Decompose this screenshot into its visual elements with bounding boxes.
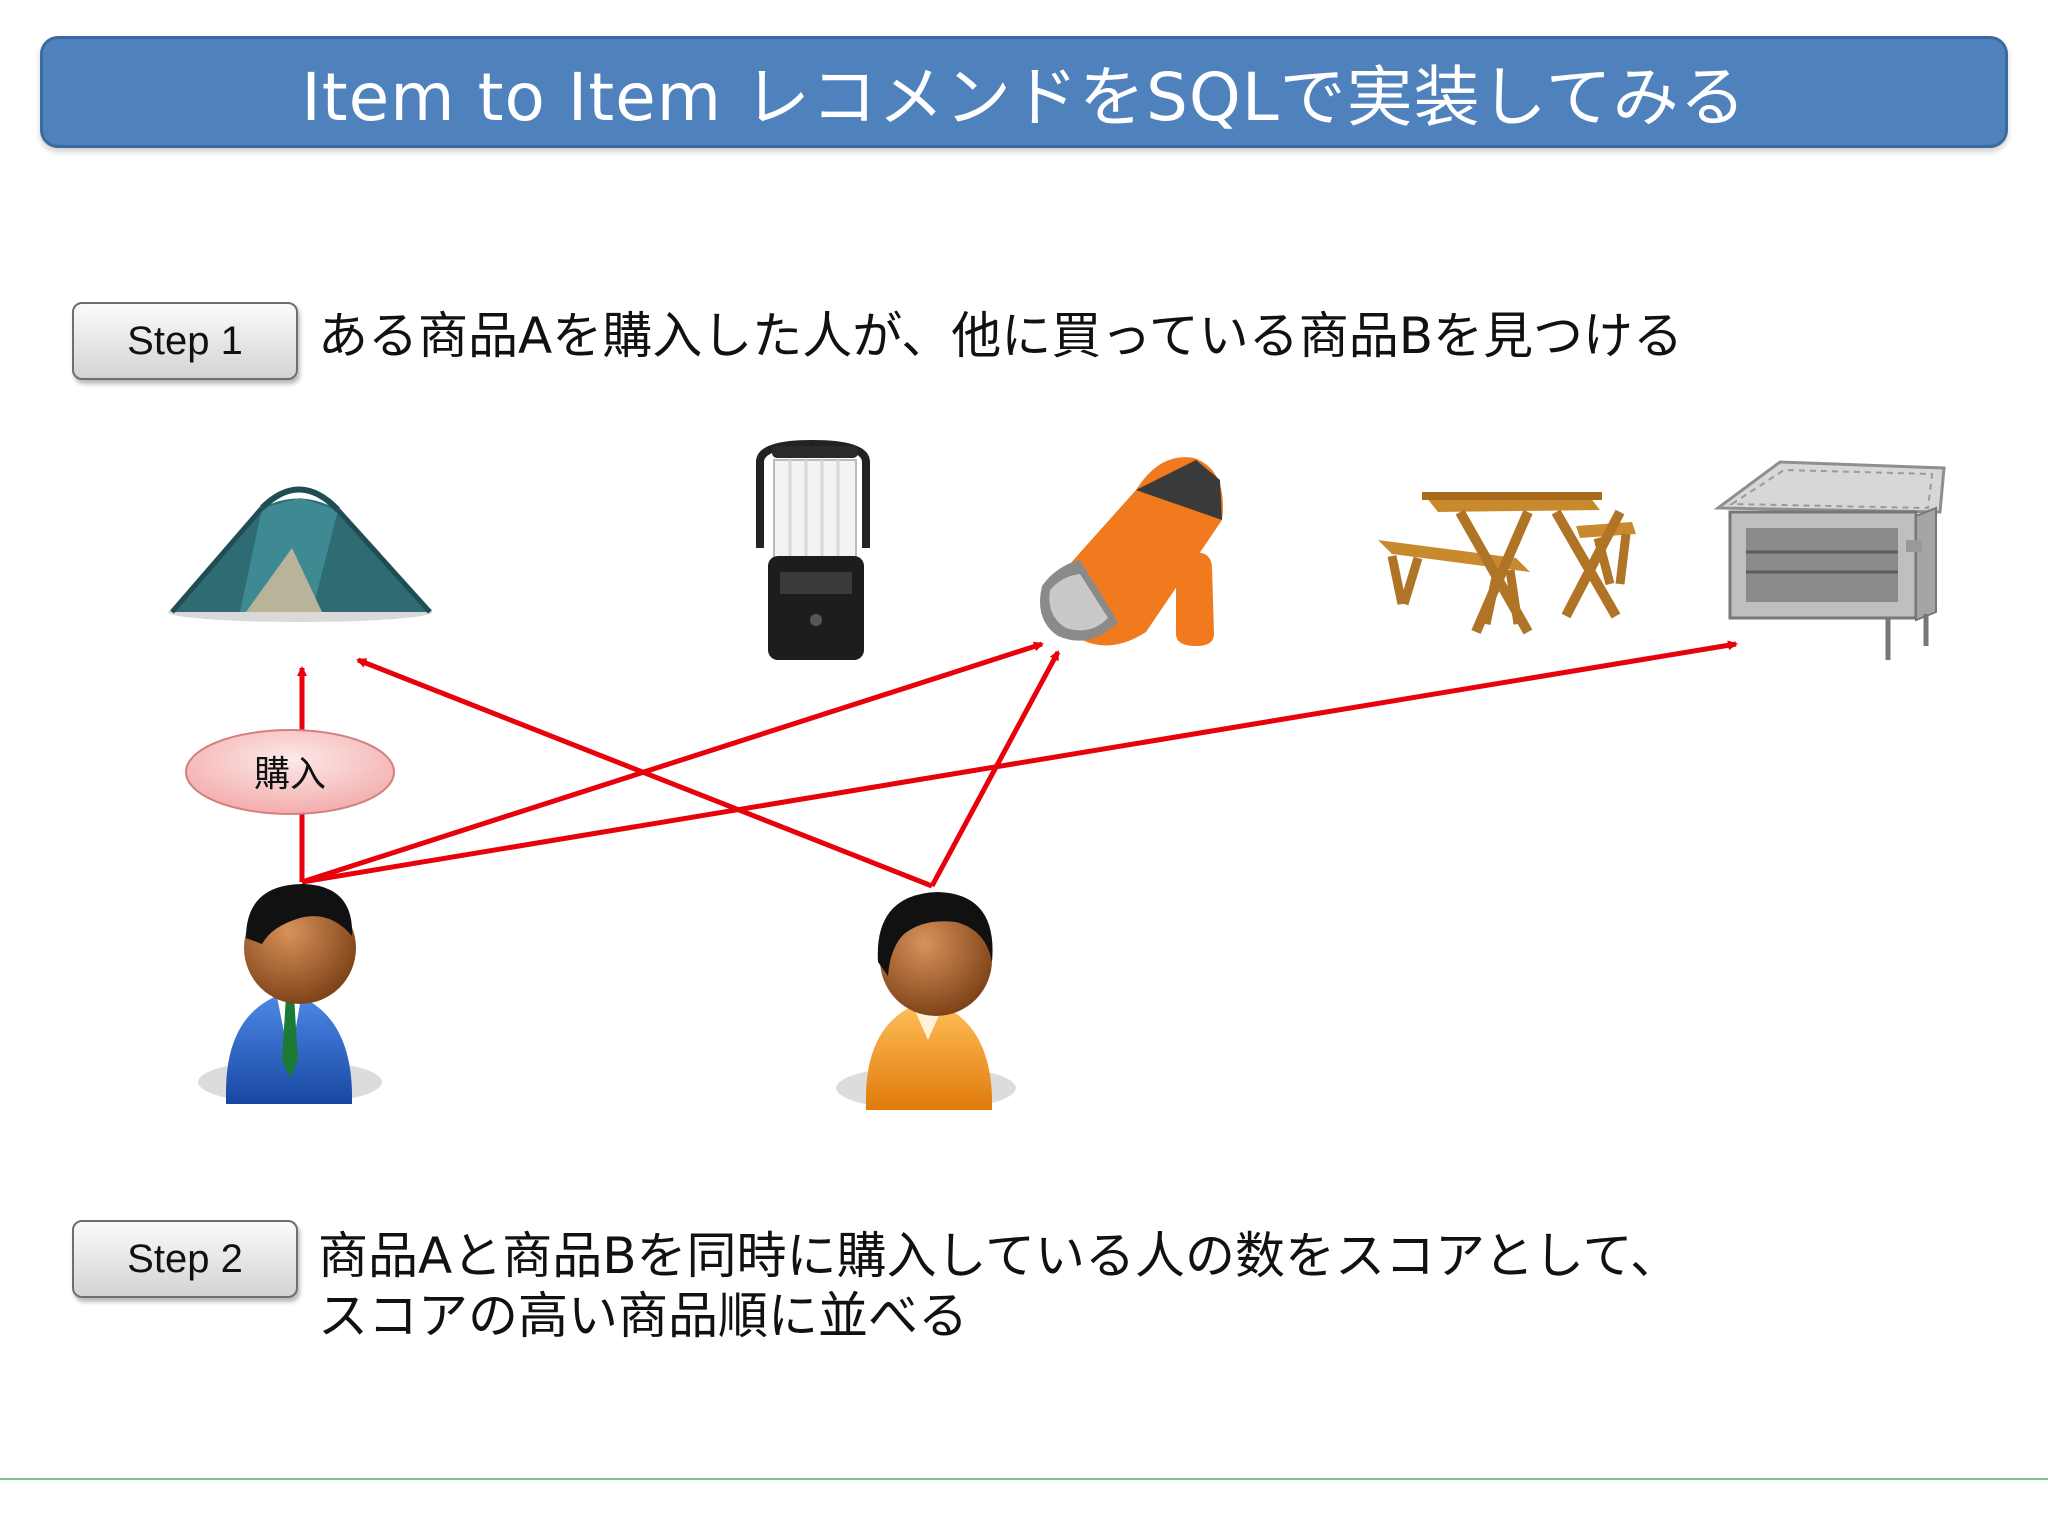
step-2-description-line-2: スコアの高い商品順に並べる bbox=[318, 1287, 968, 1345]
lantern-icon bbox=[756, 439, 870, 660]
tent-icon bbox=[168, 486, 432, 622]
arrow-woman-to-sleeping-bag bbox=[929, 650, 1061, 888]
step-1-button[interactable]: Step 1 bbox=[72, 302, 298, 380]
purchase-arrows bbox=[297, 640, 1738, 889]
arrow-man-to-sleeping-bag bbox=[301, 641, 1044, 885]
step-1-description: ある商品Aを購入した人が、他に買っている商品Bを見つける bbox=[318, 307, 1684, 365]
sleeping-bag-icon bbox=[1040, 457, 1223, 646]
purchase-bubble: 購入 bbox=[185, 729, 395, 815]
page-title: Item to Item レコメンドをSQLで実装してみる bbox=[40, 36, 2008, 148]
male-customer-icon bbox=[198, 884, 382, 1104]
step-2-button[interactable]: Step 2 bbox=[72, 1220, 298, 1298]
female-customer-icon bbox=[836, 892, 1016, 1110]
purchase-label: 購入 bbox=[254, 754, 326, 795]
arrow-man-to-bbq bbox=[301, 640, 1738, 885]
picnic-table-icon bbox=[1378, 492, 1636, 635]
footer-divider bbox=[0, 1478, 2048, 1480]
arrow-woman-to-tent bbox=[356, 657, 933, 889]
step-2-description-line-1: 商品Aと商品Bを同時に購入している人の数をスコアとして、 bbox=[318, 1227, 1681, 1285]
bbq-grill-icon bbox=[1713, 460, 1946, 660]
